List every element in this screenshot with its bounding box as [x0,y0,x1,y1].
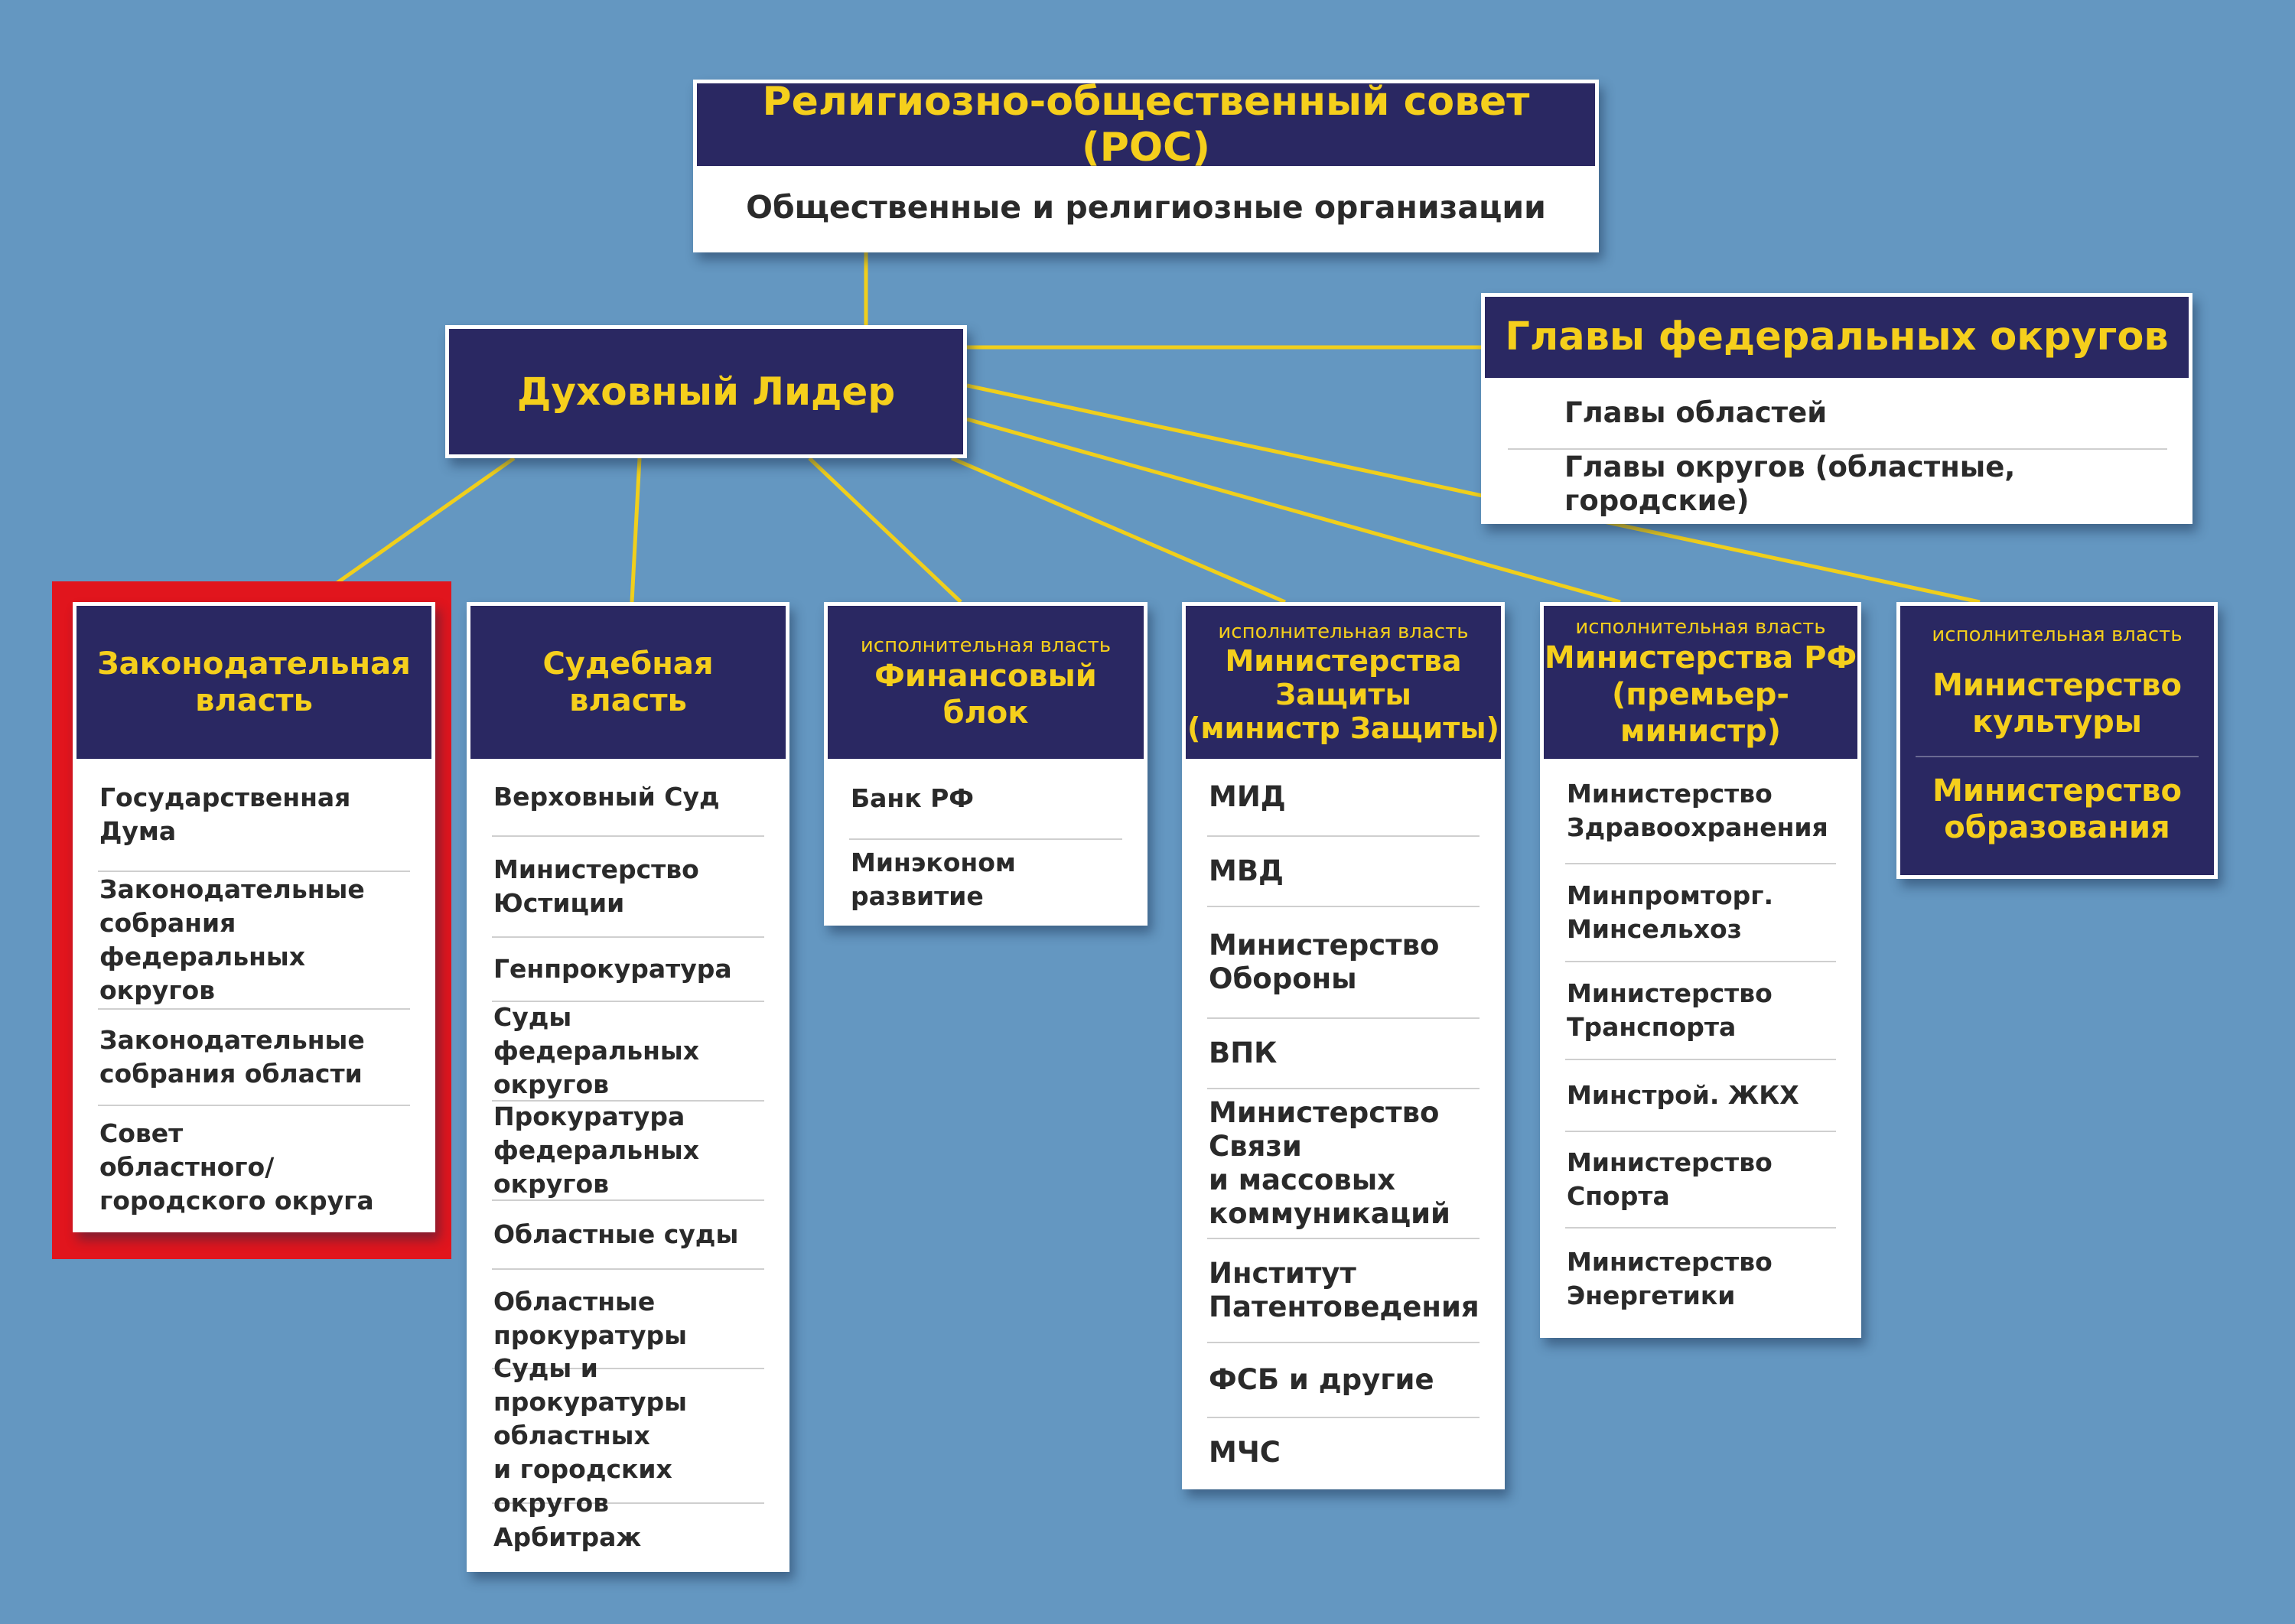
column-header-secondary: Министерство образования [1900,773,2214,846]
column-title: Финансовый блок [874,659,1097,731]
federal-heads-title: Главы федеральных округов [1505,314,2169,360]
list-item: Министерство Связи и массовых коммуникац… [1207,1088,1480,1238]
column-header: Законодательная власть [76,606,431,759]
list-item: Суды федеральных округов [492,1001,764,1100]
leader-box: Духовный Лидер [445,325,967,458]
list-item: Совет областного/ городского округа [98,1105,410,1229]
column-items: Банк РФ Минэконом развитие [828,759,1144,919]
column-culture-education: исполнительная власть Министерство культ… [1896,602,2218,879]
list-item: МЧС [1207,1417,1480,1487]
column-items: Государственная Дума Законодательные соб… [76,759,431,1229]
list-item: Генпрокуратура [492,936,764,1001]
column-title: Министерство культуры [1932,668,2182,740]
list-item: Законодательные собрания федеральных окр… [98,871,410,1008]
list-item: Законодательные собрания области [98,1008,410,1105]
list-item: Институт Патентоведения [1207,1238,1480,1342]
column-prefix: исполнительная власть [860,634,1112,657]
list-item: Министерство Спорта [1565,1131,1836,1227]
column-header: Судебная власть [470,606,786,759]
roc-box: Религиозно-общественный совет (РОС) Обще… [693,79,1599,252]
list-item: Областные прокуратуры [492,1268,764,1368]
column-header: исполнительная власть Министерства РФ (п… [1544,606,1857,759]
column-header: исполнительная власть Финансовый блок [828,606,1144,759]
list-item: Государственная Дума [99,783,351,846]
list-item: Главы областей [1564,396,1828,429]
column-judicial: Судебная власть Верховный Суд Министерст… [467,602,789,1572]
list-item: Министерство Юстиции [492,835,764,936]
list-item: Министерство Энергетики [1565,1227,1836,1329]
federal-heads-list: Главы областей Главы округов (областные,… [1485,378,2189,519]
list-item: Областные суды [492,1199,764,1268]
column-rf-ministries: исполнительная власть Министерства РФ (п… [1540,602,1861,1338]
column-financial: исполнительная власть Финансовый блок Ба… [824,602,1148,926]
column-title: Министерства РФ (премьер-министр) [1544,640,1857,749]
roc-subtitle: Общественные и религиозные организации [746,189,1546,226]
list-item: Минстрой. ЖКХ [1565,1059,1836,1131]
list-item: МИД [1209,780,1286,813]
column-legislative: Законодательная власть Государственная Д… [73,602,435,1232]
list-item: Прокуратура федеральных округов [492,1100,764,1199]
column-title: Законодательная власть [97,646,411,718]
connector-leader-col-2 [808,457,962,604]
list-item: Министерство Здравоохранения [1567,779,1828,842]
column-items: Верховный Суд Министерство Юстиции Генпр… [470,759,786,1571]
roc-title: Религиозно-общественный совет (РОС) [762,79,1530,171]
list-item: Верховный Суд [493,782,720,812]
column-header: исполнительная власть Министерство культ… [1900,606,2214,740]
leader-header: Духовный Лидер [449,329,963,454]
list-item: Министерство Обороны [1207,906,1480,1017]
list-item: Минпромторг. Минсельхоз [1565,863,1836,961]
federal-heads-header: Главы федеральных округов [1485,297,2189,378]
column-items: МИД МВД Министерство Обороны ВПК Министе… [1186,759,1501,1487]
divider [1916,756,2199,757]
list-item: Суды и прокуратуры областных и городских… [492,1353,764,1518]
list-item: Арбитраж [492,1502,764,1571]
connector-leader-col-4 [966,417,1621,604]
list-item: ВПК [1207,1017,1480,1088]
column-title: Министерства Защиты (министр Защиты) [1187,644,1499,745]
column-prefix: исполнительная власть [1575,616,1826,639]
connector-leader-col-1 [630,457,642,603]
list-item: Министерство Транспорта [1565,961,1836,1059]
roc-header: Религиозно-общественный совет (РОС) [697,79,1595,171]
list-item: Минэконом развитие [849,838,1122,919]
column-header: исполнительная власть Министерства Защит… [1186,606,1501,759]
column-title-secondary: Министерство образования [1932,773,2182,845]
column-prefix: исполнительная власть [1218,620,1469,643]
connector-leader-col-0 [308,456,516,604]
connector-leader-col-5 [966,383,1981,604]
list-item: Главы округов (областные, городские) [1508,448,2167,519]
column-prefix: исполнительная власть [1932,623,2183,646]
leader-title: Духовный Лидер [516,369,896,414]
column-defence: исполнительная власть Министерства Защит… [1182,602,1505,1489]
list-item: ФСБ и другие [1207,1342,1480,1417]
connector-leader-col-3 [951,456,1286,604]
federal-heads-box: Главы федеральных округов Главы областей… [1481,293,2192,524]
column-items: Министерство Здравоохранения Минпромторг… [1544,759,1857,1329]
column-title: Судебная власть [542,646,714,718]
list-item: МВД [1207,835,1480,906]
list-item: Банк РФ [851,783,975,813]
